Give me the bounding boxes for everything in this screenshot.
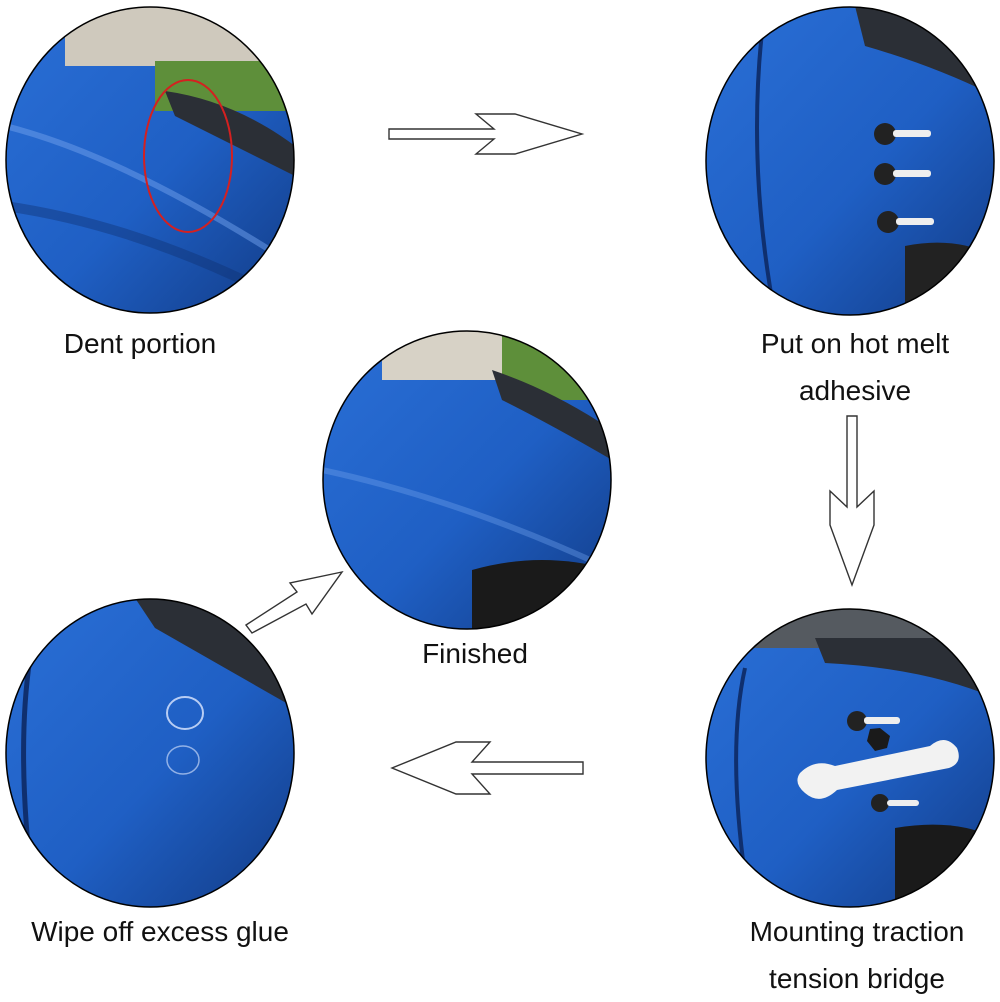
hot-melt-adhesive-caption: Put on hot melt adhesive bbox=[760, 328, 950, 406]
tension-bridge-caption: Mounting traction tension bridge bbox=[749, 916, 965, 994]
dent-portion-caption: Dent portion bbox=[63, 328, 217, 359]
hot-melt-adhesive-photo bbox=[705, 6, 995, 316]
wipe-glue-caption: Wipe off excess glue bbox=[31, 916, 289, 947]
glue-tab-icon bbox=[874, 123, 934, 233]
finished-photo bbox=[322, 330, 612, 630]
tension-bridge-photo bbox=[705, 608, 995, 908]
tension-bridge-icon bbox=[797, 711, 959, 812]
arrow-up-right-icon bbox=[244, 570, 344, 634]
wipe-glue-photo bbox=[5, 598, 295, 908]
arrow-down-icon bbox=[829, 415, 875, 588]
dent-portion-photo bbox=[5, 6, 295, 314]
dent-highlight-circle bbox=[143, 79, 233, 233]
arrow-left-icon bbox=[390, 741, 584, 795]
arrow-right-icon bbox=[388, 113, 585, 155]
finished-caption: Finished bbox=[422, 638, 528, 669]
